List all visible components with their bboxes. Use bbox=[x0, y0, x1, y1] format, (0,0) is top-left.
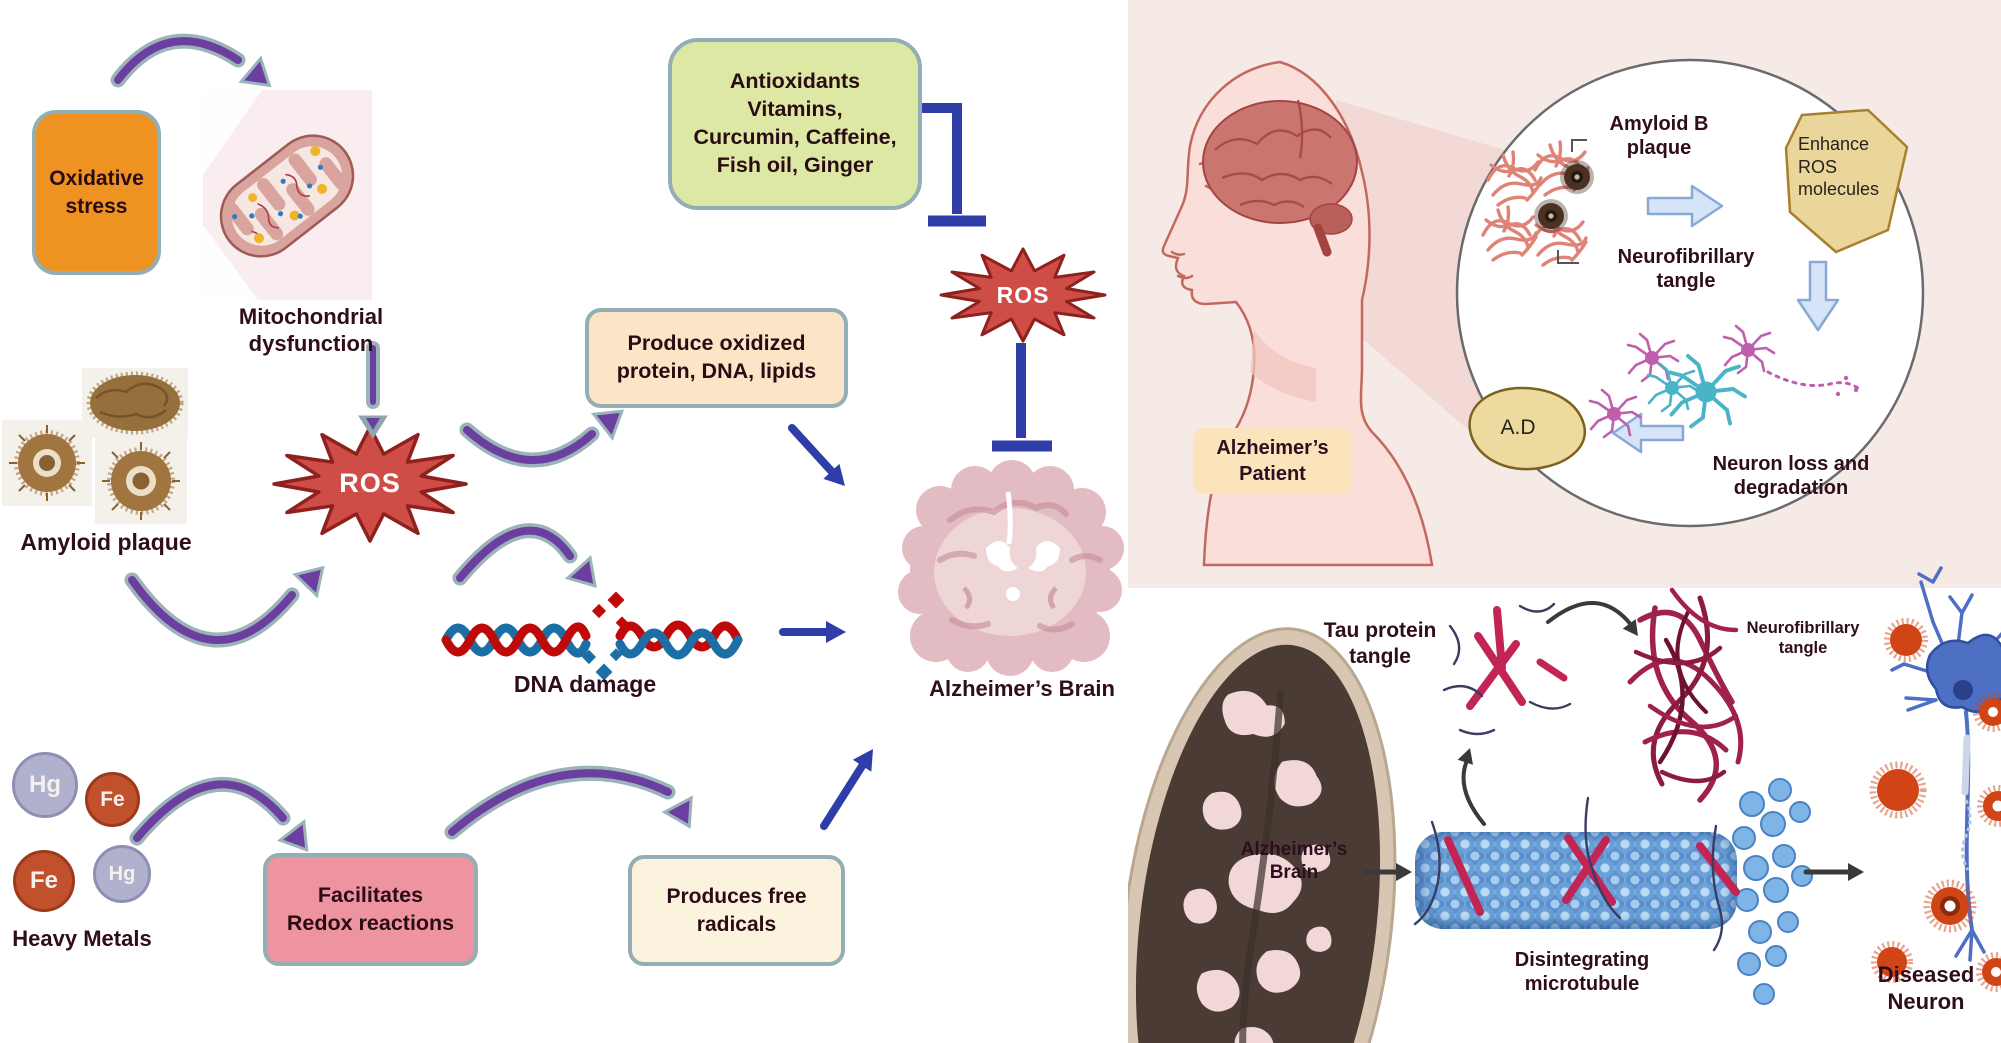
heavy-metal-hg-2: Hg bbox=[93, 845, 151, 903]
alzheimers-brain-illustration bbox=[898, 460, 1124, 676]
tau-protein-tangle-illustration bbox=[1442, 602, 1572, 736]
diseased-neuron-label: Diseased Neuron bbox=[1877, 962, 1975, 1014]
alzheimers-brain-label: Alzheimer’s Brain bbox=[929, 676, 1115, 701]
neurofibrillary-tangle-illustration bbox=[1627, 587, 1744, 803]
microtubule-illustration bbox=[1415, 832, 1737, 929]
tau-protein-tangle-label: Tau protein tangle bbox=[1323, 619, 1437, 668]
tubulin-dispersion bbox=[1732, 778, 1813, 1005]
amyloid-plaque-images bbox=[2, 368, 188, 524]
inhibition-connectors bbox=[912, 103, 1052, 452]
hg-symbol: Hg bbox=[29, 771, 61, 798]
dna-damage-label: DNA damage bbox=[513, 671, 657, 697]
disintegrating-microtubule-label: Disintegrating microtubule bbox=[1514, 949, 1650, 996]
produce-oxidized-box: Produce oxidized protein, DNA, lipids bbox=[585, 308, 848, 408]
heavy-metal-fe-2: Fe bbox=[13, 850, 75, 912]
neuron-loss-label: Neuron loss and degradation bbox=[1712, 453, 1870, 500]
mitochondria-illustration bbox=[203, 90, 372, 300]
alzheimers-patient-label: Alzheimer’s Patient bbox=[1193, 428, 1352, 494]
ros-left-label: ROS bbox=[339, 468, 401, 498]
heavy-metals-label: Heavy Metals bbox=[12, 926, 152, 951]
fe-symbol: Fe bbox=[29, 867, 58, 894]
oxidative-stress-box: Oxidative stress bbox=[32, 110, 161, 275]
alzheimers-brain-label-bottom: Alzheimer’s Brain bbox=[1240, 839, 1348, 884]
purple-arc-arrows bbox=[110, 33, 693, 853]
blue-arrows bbox=[779, 424, 873, 830]
heavy-metal-fe-1: Fe bbox=[85, 772, 140, 827]
ad-label: A.D bbox=[1500, 416, 1536, 439]
neurofibrillary-tangle-label-bottom: Neurofibrillary tangle bbox=[1746, 619, 1860, 658]
mitochondrial-dysfunction-label: Mitochondrial dysfunction bbox=[238, 304, 384, 356]
produces-free-radicals-box: Produces free radicals bbox=[628, 855, 845, 966]
amyloid-deposits bbox=[1869, 618, 2001, 992]
fe-symbol: Fe bbox=[100, 787, 125, 811]
mri-brain-illustration bbox=[1128, 627, 1397, 1043]
hg-symbol: Hg bbox=[108, 862, 136, 885]
neurofibrillary-tangle-label-circle: Neurofibrillary tangle bbox=[1617, 246, 1755, 293]
heavy-metal-hg-1: Hg bbox=[12, 752, 78, 818]
facilitates-redox-box: Facilitates Redox reactions bbox=[263, 853, 478, 966]
amyloid-plaque-label: Amyloid plaque bbox=[20, 529, 192, 555]
antioxidants-box: Antioxidants Vitamins, Curcumin, Caffein… bbox=[668, 38, 922, 210]
ros-right-label: ROS bbox=[996, 282, 1050, 308]
enhance-ros-label: Enhance ROS molecules bbox=[1798, 134, 1880, 199]
dna-damage-illustration bbox=[441, 591, 743, 681]
amyloid-b-plaque-label: Amyloid B plaque bbox=[1609, 113, 1709, 160]
diseased-neuron-illustration bbox=[1869, 566, 2001, 992]
